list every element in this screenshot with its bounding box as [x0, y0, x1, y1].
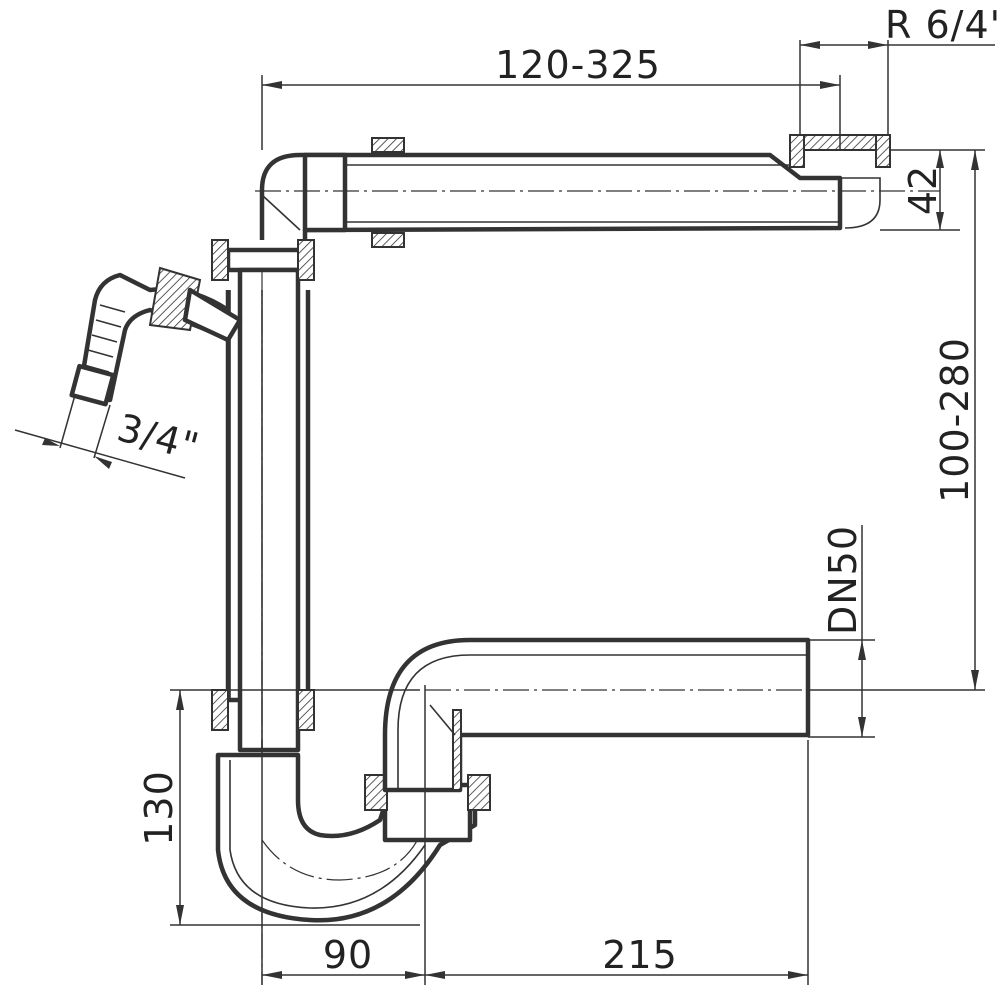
dim-hose-dia: 3/4": [113, 405, 204, 469]
dim-trap-height: 130: [137, 770, 181, 846]
dim-bottom-right: 215: [602, 933, 678, 977]
dim-inlet-height: 42: [901, 165, 945, 215]
dim-bottom-left: 90: [323, 933, 373, 977]
inlet-flange: [789, 134, 891, 168]
hose-connector: [69, 266, 243, 407]
dimension-lines: [14, 40, 995, 985]
dim-top-length: 120-325: [495, 43, 661, 87]
outlet-arm: [382, 637, 811, 793]
top-horizontal-arm: [255, 152, 940, 258]
dim-outlet-dia: DN50: [821, 525, 865, 635]
top-arm-nut: [371, 137, 405, 248]
vertical-standpipe: [225, 247, 311, 985]
dim-thread: R 6/4": [885, 3, 1000, 47]
standpipe-nuts: [211, 239, 315, 731]
top-arm-joint: [302, 152, 348, 233]
dim-vertical-range: 100-280: [933, 337, 977, 503]
trap-riser: [364, 774, 491, 843]
